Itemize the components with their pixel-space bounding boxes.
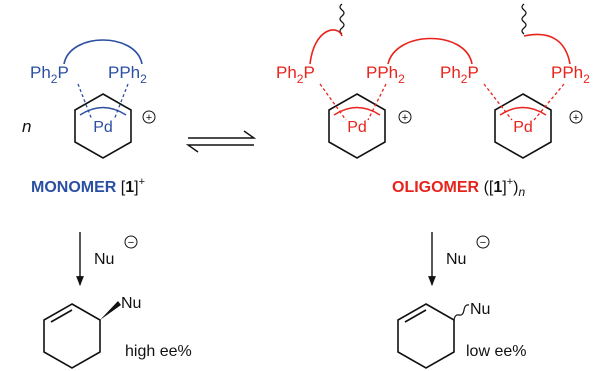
oligomer-ring-1 bbox=[328, 93, 386, 159]
oligomer-p-pd-bond-2a bbox=[483, 83, 513, 121]
monomer-charge: + bbox=[146, 112, 152, 124]
oligomer-complex: + + Ph2P PPh2 Ph2P PPh2 Pd Pd bbox=[276, 3, 590, 159]
nucleophile-arrow-right: Nu − bbox=[428, 232, 490, 286]
oligomer-p-pd-bond-1a bbox=[319, 83, 347, 121]
oligomer-p-pd-bond-1b bbox=[367, 83, 387, 121]
oligomer-ligand-arc-3 bbox=[523, 33, 571, 65]
oligomer-ligand-b: PPh2 bbox=[366, 63, 405, 86]
oligomer-charge-1: + bbox=[402, 112, 408, 124]
oligomer-charge-circle-1 bbox=[398, 110, 412, 124]
monomer-p-pd-bond-left bbox=[77, 83, 93, 121]
oligomer-ligand-a: Ph2P bbox=[276, 63, 315, 86]
oligomer-charge-circle-2 bbox=[569, 110, 583, 124]
product-left-ring bbox=[43, 303, 101, 369]
oligomer-allyl-arc-1 bbox=[333, 106, 381, 116]
monomer-ligand-backbone bbox=[63, 39, 143, 65]
monomer-charge-circle bbox=[142, 110, 156, 124]
product-left-substituent: Nu bbox=[121, 295, 141, 312]
nucleophile-charge-right: − bbox=[480, 237, 486, 249]
oligomer-ligand-arc-1 bbox=[309, 29, 343, 65]
oligomer-wavy-chain-right bbox=[521, 3, 527, 35]
oligomer-wavy-chain-left bbox=[339, 3, 345, 35]
product-left-double-bond bbox=[50, 309, 73, 323]
monomer-metal: Pd bbox=[93, 119, 113, 136]
nucleophile-charge-circle-left bbox=[124, 235, 138, 249]
nucleophile-charge-circle-right bbox=[476, 235, 490, 249]
monomer-count: n bbox=[22, 117, 31, 136]
equilibrium-arrows bbox=[185, 130, 257, 153]
oligomer-label: OLIGOMER ([1]+)n bbox=[392, 176, 525, 199]
nucleophile-arrow-left: Nu − bbox=[76, 232, 138, 286]
product-left: Nu high ee% bbox=[43, 295, 192, 369]
monomer-ligand-right: PPh2 bbox=[108, 63, 147, 86]
forward-harpoon bbox=[188, 130, 257, 139]
reverse-harpoon bbox=[185, 144, 254, 153]
product-right: Nu low ee% bbox=[397, 301, 526, 369]
monomer-p-pd-bond-right bbox=[113, 83, 129, 121]
product-right-ring bbox=[397, 303, 455, 369]
monomer-allyl-arc bbox=[79, 106, 127, 116]
oligomer-allyl-arc-2 bbox=[499, 106, 547, 116]
oligomer-ligand-arc-2 bbox=[387, 37, 473, 65]
oligomer-metal-2: Pd bbox=[513, 119, 533, 136]
product-right-double-bond bbox=[404, 309, 427, 323]
product-left-outcome: high ee% bbox=[125, 343, 192, 360]
product-left-wedge-bond bbox=[100, 301, 121, 320]
monomer-label: MONOMER [1]+ bbox=[31, 176, 145, 196]
oligomer-p-pd-bond-2b bbox=[533, 83, 565, 121]
oligomer-metal-1: Pd bbox=[347, 119, 367, 136]
nucleophile-charge-left: − bbox=[128, 237, 134, 249]
monomer-complex: + Ph2P PPh2 Pd n bbox=[22, 39, 156, 159]
oligomer-charge-2: + bbox=[573, 112, 579, 124]
nucleophile-label-right: Nu bbox=[446, 251, 466, 268]
product-right-substituent: Nu bbox=[470, 301, 490, 318]
oligomer-ligand-c: Ph2P bbox=[440, 63, 479, 86]
nucleophile-label-left: Nu bbox=[94, 251, 114, 268]
monomer-ligand-left: Ph2P bbox=[30, 63, 69, 86]
product-right-outcome: low ee% bbox=[466, 343, 526, 360]
oligomer-ligand-d: PPh2 bbox=[551, 63, 590, 86]
product-right-wavy-bond bbox=[453, 304, 470, 321]
oligomer-ring-2 bbox=[494, 93, 552, 159]
monomer-cyclohexene-ring bbox=[74, 93, 132, 159]
